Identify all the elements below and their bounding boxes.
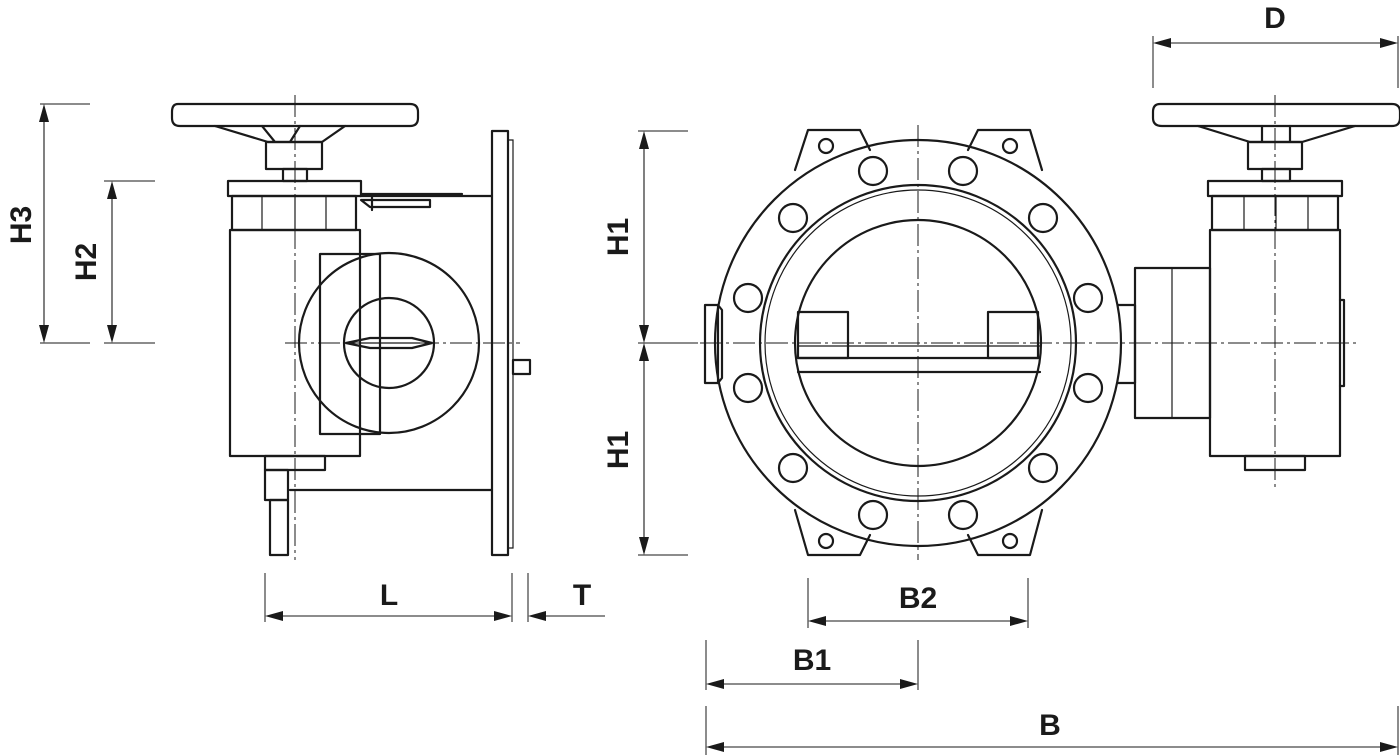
front-lug-top-left: [793, 128, 872, 172]
side-indicator: [359, 192, 464, 212]
side-foot-a: [263, 468, 290, 502]
side-view: [170, 95, 532, 560]
side-gearbox-collar: [230, 194, 358, 232]
side-handwheel-spokes: [213, 124, 347, 144]
side-foot-b: [268, 498, 290, 557]
front-bolt-holes: [732, 155, 1104, 531]
dim-label-t: T: [573, 579, 591, 612]
gear-handwheel: [1151, 102, 1400, 128]
dim-label-h2: H2: [70, 243, 103, 281]
front-view: [700, 125, 1360, 560]
side-shaft-stub: [511, 358, 532, 376]
dim-label-h1-bottom: H1: [602, 431, 635, 469]
dim-label-l: L: [380, 579, 398, 612]
gearbox-front: [1133, 95, 1400, 490]
front-shaft-boss-left: [796, 310, 850, 360]
side-handwheel: [170, 102, 420, 128]
front-shaft-stub-left: [703, 303, 720, 385]
front-lug-bottom-left: [793, 508, 872, 557]
front-lug-top-right: [966, 128, 1044, 172]
dim-label-b2: B2: [899, 582, 937, 615]
dim-label-b1: B1: [793, 644, 831, 677]
side-body: [288, 194, 494, 492]
dim-label-h1-top: H1: [602, 218, 635, 256]
dim-label-h3: H3: [5, 206, 38, 244]
dim-label-b: B: [1039, 709, 1061, 742]
front-disc: [796, 356, 1042, 374]
dim-label-d: D: [1264, 2, 1286, 35]
side-stem-block: [264, 140, 324, 171]
front-lug-bottom-right: [966, 508, 1044, 557]
front-shaft-boss-right: [986, 310, 1040, 360]
dimensions: H3 H2 H1 H1 L T B2 B1: [5, 2, 1399, 755]
side-hub: [318, 252, 382, 436]
